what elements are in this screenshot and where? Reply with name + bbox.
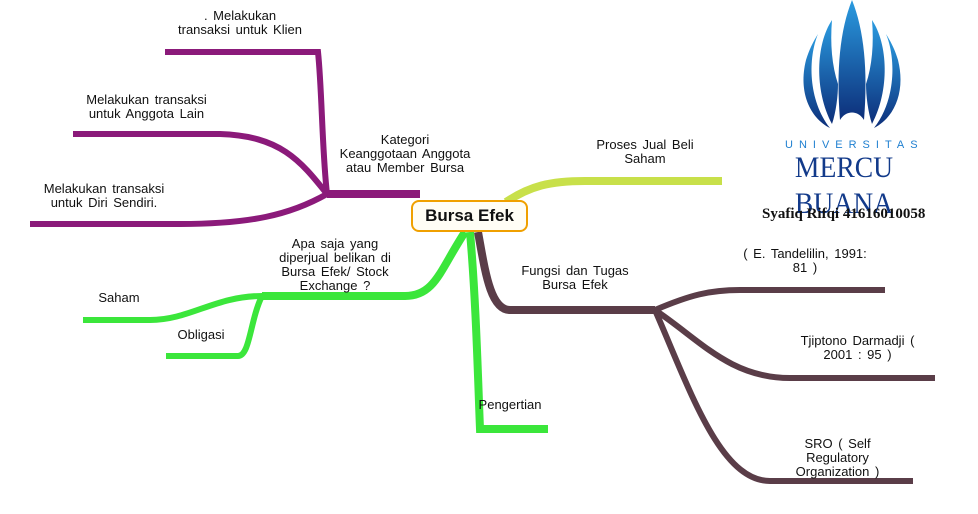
branch-apa-saja <box>262 229 469 300</box>
subtopic-obligasi-label[interactable]: Obligasi <box>177 327 225 342</box>
branch-pengertian <box>466 231 548 433</box>
topic-apa-saja-label[interactable]: Apa saja yang diperjual belikan di Bursa… <box>279 236 391 293</box>
subtopic-klien-label[interactable]: . Melakukan transaksi untuk Klien <box>178 8 302 37</box>
topic-fungsi-label[interactable]: Fungsi dan Tugas Bursa Efek <box>521 263 629 292</box>
branch-fungsi <box>474 231 655 314</box>
central-topic-node[interactable]: Bursa Efek <box>411 200 528 232</box>
subtopic-anggota-label[interactable]: Melakukan transaksi untuk Anggota Lain <box>86 92 207 121</box>
author-label: Syafiq Rifqi 41616010058 <box>762 206 926 222</box>
branch-kategori-anggota <box>73 131 330 196</box>
branch-apa-saja-saham <box>83 293 263 323</box>
subtopic-tjiptono-label[interactable]: Tjiptono Darmadji ( 2001 : 95 ) <box>800 333 915 362</box>
subtopic-diri-label[interactable]: Melakukan transaksi untuk Diri Sendiri. <box>43 181 165 210</box>
branch-fungsi-tandelilin <box>653 287 885 313</box>
topic-kategori-label[interactable]: Kategori Keanggotaan Anggota atau Member… <box>339 132 471 175</box>
brand-name: MERCU BUANA <box>794 151 894 220</box>
topic-proses-label[interactable]: Proses Jual Beli Saham <box>596 137 694 166</box>
branch-fungsi-tjiptono <box>653 307 935 381</box>
subtopic-saham-label[interactable]: Saham <box>98 290 140 305</box>
branch-proses <box>503 177 722 206</box>
mercu-buana-emblem-icon <box>803 0 901 128</box>
branch-kategori-klien <box>165 49 330 195</box>
branch-apa-saja-obligasi <box>166 294 265 359</box>
topic-pengertian-label[interactable]: Pengertian <box>478 397 542 412</box>
branch-fungsi-sro <box>652 308 913 484</box>
subtopic-sro-label[interactable]: SRO ( Self Regulatory Organization ) <box>795 436 880 479</box>
branch-kategori-diri <box>30 191 329 227</box>
university-word: UNIVERSITAS <box>785 139 924 151</box>
subtopic-tandelilin-label[interactable]: ( E. Tandelilin, 1991: 81 ) <box>743 246 867 275</box>
